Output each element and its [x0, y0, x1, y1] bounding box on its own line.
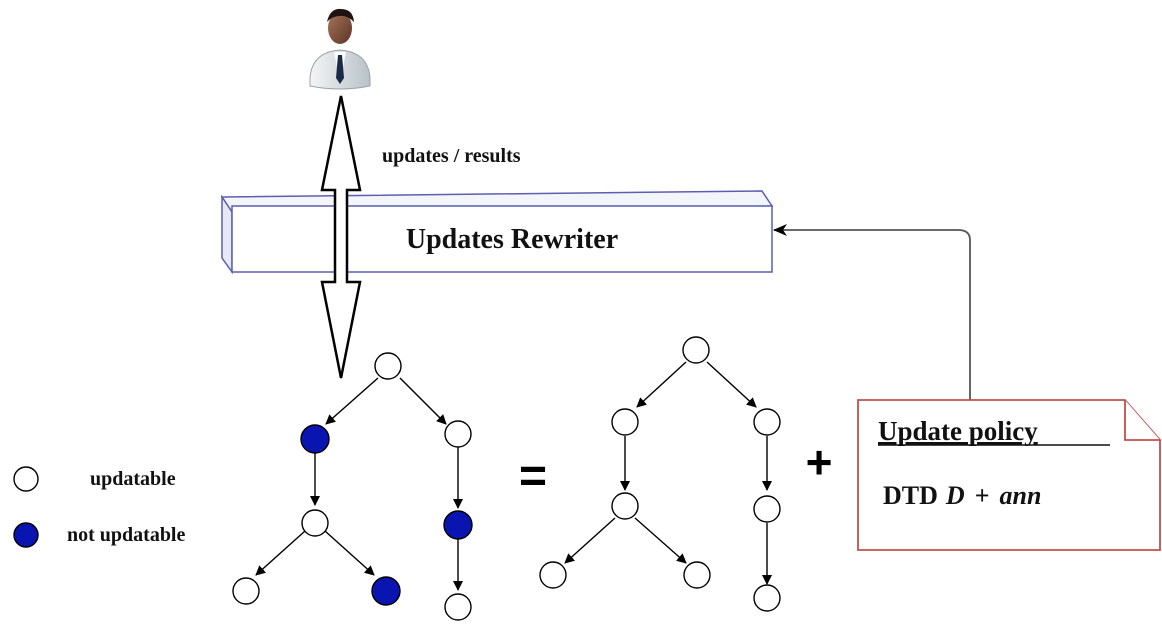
- equals-sign: =: [519, 450, 547, 503]
- double-arrow-icon: [320, 95, 362, 379]
- tree-node-updatable: [539, 561, 567, 589]
- note-body: [857, 399, 1161, 551]
- tree-edge: [706, 361, 757, 408]
- legend-not-updatable-swatch: [13, 522, 39, 548]
- tree-node-updatable: [611, 408, 639, 436]
- tree-node-updatable: [301, 509, 329, 537]
- tree-node-not-updatable: [300, 424, 330, 454]
- arrow-label: updates / results: [382, 145, 521, 167]
- policy-to-rewriter-connector: [773, 224, 971, 400]
- tree-node-not-updatable: [371, 576, 401, 606]
- tree-node-updatable: [232, 577, 260, 605]
- tree-node-updatable: [753, 495, 781, 523]
- tree-node-updatable: [753, 584, 781, 612]
- plus-sign: +: [806, 436, 833, 488]
- updates-rewriter-box: [220, 190, 774, 275]
- person-icon: [309, 8, 371, 90]
- tree-edge: [634, 517, 687, 564]
- rewriter-label: Updates Rewriter: [406, 224, 618, 255]
- tree-edge: [255, 530, 306, 576]
- tree-node-updatable: [753, 408, 781, 436]
- annotated-tree: [232, 352, 473, 621]
- tree-node-updatable: [611, 492, 639, 520]
- tree-node-not-updatable: [443, 510, 473, 540]
- tree-node-updatable: [683, 561, 711, 589]
- tree-node-updatable: [374, 352, 402, 380]
- legend-updatable-label: updatable: [90, 468, 176, 490]
- tree-node-updatable: [682, 336, 710, 364]
- tree-node-updatable: [444, 593, 472, 621]
- tree-edge: [564, 517, 616, 564]
- legend: updatable not updatable: [13, 466, 185, 548]
- note-fold: [1124, 400, 1160, 441]
- legend-not-updatable-label: not updatable: [67, 524, 185, 546]
- policy-title: Update policy: [878, 416, 1038, 446]
- tree-edge: [325, 377, 379, 425]
- tree-edge: [324, 530, 375, 576]
- plain-tree: [539, 336, 781, 612]
- tree-node-updatable: [444, 420, 472, 448]
- legend-updatable-swatch: [13, 466, 39, 492]
- tree-edge: [636, 361, 687, 408]
- tree-edge: [399, 377, 447, 425]
- update-policy-note: [857, 399, 1161, 551]
